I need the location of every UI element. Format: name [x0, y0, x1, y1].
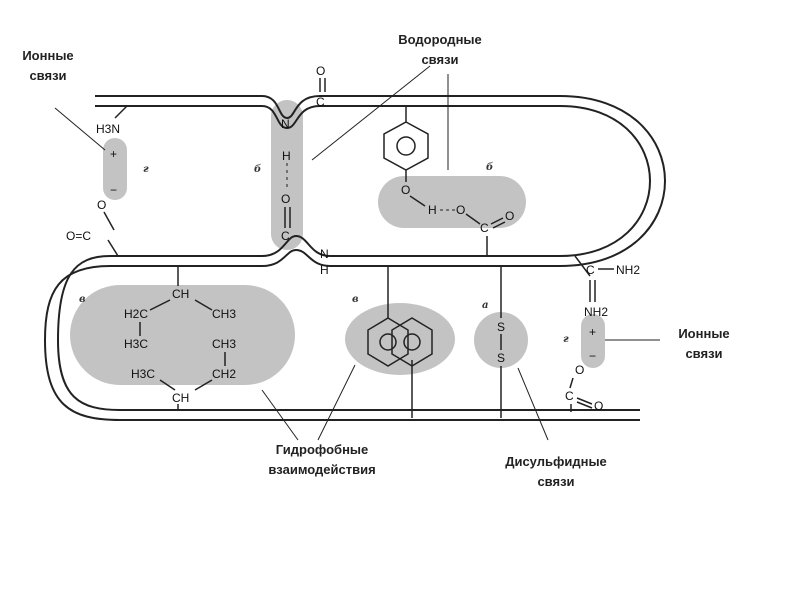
label-ionic-right-line2: связи: [685, 346, 723, 361]
hbond-blob-tyr: [378, 176, 526, 228]
ionic-blob-left: [103, 138, 127, 200]
ch-top: CH: [172, 287, 189, 301]
o-backbone: O: [281, 192, 290, 206]
disulfide-group: S S а: [482, 266, 505, 418]
hydrophobic-aliphatic-group: CH H2C CH3 H3C CH3 H3C CH2 CH в: [79, 266, 236, 410]
hydrophobic-blob-aromatic: [345, 303, 455, 375]
label-ionic-right: Ионные связи: [664, 324, 744, 364]
ch3-right-1: CH3: [212, 307, 236, 321]
carboxyl-o-right: O: [575, 363, 584, 377]
label-hydrogen-bonds: Водородные связи: [384, 30, 496, 70]
carboxyl-o-left: O: [97, 198, 106, 212]
pointer-lines: [54, 65, 660, 441]
tag-hbond-tyr: б: [486, 162, 493, 173]
h-top: H: [282, 149, 291, 163]
minus-right: −: [589, 349, 596, 363]
tag-hydrophobic-aliphatic: в: [79, 294, 86, 305]
h3c-bottom: H3C: [131, 367, 155, 381]
label-ionic-top-left-line2: связи: [29, 68, 67, 83]
backbone-chain: [43, 95, 666, 421]
tag-ionic-left: г: [143, 164, 149, 175]
carboxyl-o2-right: O: [594, 399, 603, 413]
label-ionic-right-line1: Ионные: [678, 326, 730, 341]
hbond-backbone-group: N H O C б O C N H: [254, 64, 329, 277]
h3c-mid: H3C: [124, 337, 148, 351]
amine-text: H3N: [96, 122, 120, 136]
guan-c: C: [586, 263, 595, 277]
ionic-left-group: H3N + − O O=C г: [66, 105, 149, 257]
label-disulfide-line1: Дисульфидные: [505, 454, 607, 469]
hydrophobic-aromatic-group: в: [352, 266, 433, 418]
tag-disulfide: а: [482, 300, 488, 311]
ch-bottom: CH: [172, 391, 189, 405]
h2c-left: H2C: [124, 307, 148, 321]
nh2-top: NH2: [616, 263, 640, 277]
carboxyl-c-right: C: [565, 389, 574, 403]
hydrophobic-blob-aliphatic: [70, 285, 295, 385]
label-ionic-top-left-line1: Ионные: [22, 48, 74, 63]
tag-ionic-right: г: [563, 334, 569, 345]
acid-o2: O: [505, 209, 514, 223]
label-hydrogen-bonds-line1: Водородные: [398, 32, 482, 47]
plus-right: +: [589, 325, 596, 339]
co-c-top: C: [316, 95, 325, 109]
c-backbone: C: [281, 229, 290, 243]
hbond-tyr-group: O H O C O б: [383, 106, 514, 256]
acid-o: O: [456, 203, 465, 217]
hbond-blob-backbone: [271, 100, 303, 250]
label-disulfide: Дисульфидные связи: [488, 452, 624, 492]
label-disulfide-line2: связи: [537, 474, 575, 489]
acid-c: C: [480, 221, 489, 235]
label-hydrophobic: Гидрофобные взаимодействия: [252, 440, 392, 480]
co-o-top: O: [316, 64, 325, 78]
minus-left: −: [110, 183, 117, 197]
n-lower: N: [320, 247, 329, 261]
ch2-right: CH2: [212, 367, 236, 381]
oh-h: H: [428, 203, 437, 217]
label-hydrophobic-line2: взаимодействия: [268, 462, 376, 477]
s-top: S: [497, 320, 505, 334]
plus-left: +: [110, 147, 117, 161]
ionic-right-group: C NH2 NH2 + − O C O г: [563, 255, 640, 413]
nh2-bottom: NH2: [584, 305, 608, 319]
oh-o: O: [401, 183, 410, 197]
tag-hbond-backbone: б: [254, 164, 261, 175]
carboxyl-oc-left: O=C: [66, 229, 91, 243]
nh-top: N: [281, 117, 290, 131]
label-ionic-top-left: Ионные связи: [12, 46, 84, 86]
ch3-right-2: CH3: [212, 337, 236, 351]
tag-hydrophobic-aromatic: в: [352, 294, 359, 305]
h-lower: H: [320, 263, 329, 277]
label-hydrophobic-line1: Гидрофобные: [275, 442, 369, 457]
label-hydrogen-bonds-line2: связи: [421, 52, 459, 67]
s-bottom: S: [497, 351, 505, 365]
ionic-blob-right: [581, 314, 605, 368]
